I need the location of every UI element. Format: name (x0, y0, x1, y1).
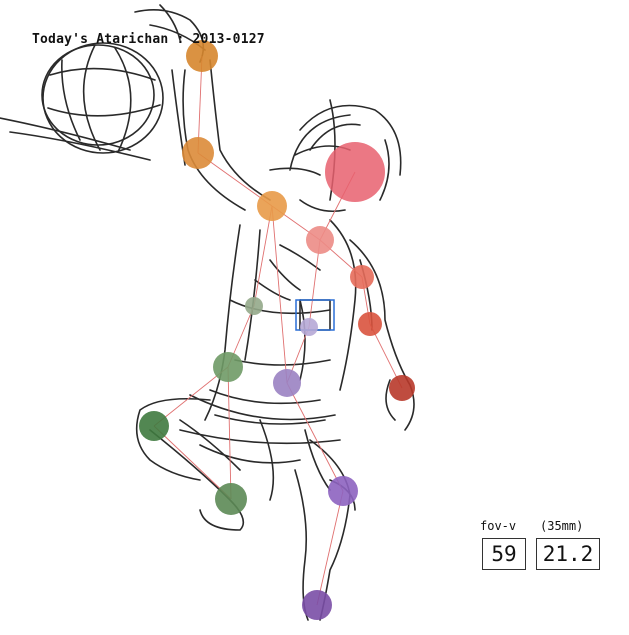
left-shoulder-joint[interactable] (350, 265, 374, 289)
sketch-layer (0, 4, 415, 621)
right-shoulder-joint[interactable] (257, 191, 287, 221)
skirt-sketch (179, 394, 341, 501)
right-knee-joint[interactable] (139, 411, 169, 441)
right-hand-joint[interactable] (186, 40, 218, 72)
bone-right-shoulder-to-chest (253, 205, 273, 307)
fov-label: fov-v (480, 519, 517, 533)
head-joint[interactable] (325, 142, 385, 202)
bone-right-knee-to-right-foot (153, 425, 232, 500)
hair-sketch (269, 99, 402, 213)
right-elbow-joint[interactable] (182, 137, 214, 169)
lens-label: (35mm) (540, 519, 584, 533)
left-foot-joint[interactable] (302, 590, 332, 620)
bone-left-knee-to-left-foot (316, 490, 344, 606)
left-knee-joint[interactable] (328, 476, 358, 506)
right-foot-joint[interactable] (215, 483, 247, 515)
left-elbow-joint[interactable] (358, 312, 382, 336)
skeleton-joints[interactable] (139, 40, 415, 620)
bone-right-hip-to-right-knee (153, 366, 229, 427)
bone-neck-to-hip-center (308, 239, 321, 328)
right-hip-joint[interactable] (213, 352, 243, 382)
hip-center-joint[interactable] (300, 318, 318, 336)
bone-right-hand-to-right-elbow (197, 55, 203, 154)
page-title: Today's Atarichan : 2013-0127 (32, 32, 265, 47)
neck-joint[interactable] (306, 226, 334, 254)
hatching-sketch (254, 244, 331, 331)
bone-right-shoulder-to-left-hip (271, 205, 288, 384)
bone-right-hip-to-right-foot (227, 366, 232, 500)
lens-input[interactable]: 21.2 (536, 538, 600, 570)
bone-left-hip-to-left-knee (286, 382, 344, 492)
left-hip-joint[interactable] (273, 369, 301, 397)
left-hand-joint[interactable] (389, 375, 415, 401)
fov-input[interactable]: 59 (482, 538, 526, 570)
basketball-sketch (0, 42, 164, 161)
chest-joint[interactable] (245, 297, 263, 315)
